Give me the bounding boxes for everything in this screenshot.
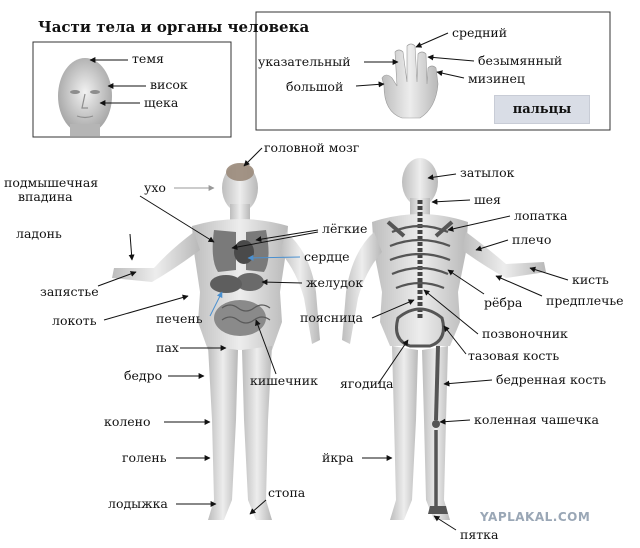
label-ring-finger: безымянный [478,53,563,68]
label-calf: йкра [322,450,354,465]
label-palm: ладонь [16,226,62,241]
head-figure [58,58,112,136]
label-pelvis: тазовая кость [468,348,560,363]
label-intestine: кишечник [250,373,318,388]
label-lungs: лёгкие [322,221,368,236]
back-body [342,158,546,520]
label-knee: колено [104,414,151,429]
label-middle-finger: средний [452,25,508,40]
label-wrist: запястье [40,284,99,299]
label-shoulder: плечо [512,232,552,247]
fingers-tag: пальцы [494,95,590,124]
label-ear: ухо [144,180,166,195]
label-ankle: лодыжка [108,496,168,511]
hand-box [255,11,611,131]
hand-figure [381,43,439,119]
label-crown: темя [132,51,164,66]
label-cheek: щека [144,95,179,110]
label-spine: позвоночник [482,326,568,341]
label-groin: пах [156,340,179,355]
label-shin: голень [122,450,167,465]
label-occiput: затылок [460,165,515,180]
label-elbow: локоть [52,313,97,328]
label-liver: печень [156,311,203,326]
watermark: YAPLAKAL.COM [480,510,591,524]
label-brain: головной мозг [264,140,360,155]
label-thigh: бедро [124,368,163,383]
label-foot: стопа [268,485,306,500]
label-neck: шея [474,192,501,207]
label-ribs: рёбра [484,295,523,310]
label-thumb: большой [286,79,344,94]
label-heart: сердце [304,249,350,264]
label-femur: бедренная кость [496,372,607,387]
label-buttock: ягодица [340,376,394,391]
label-kneecap: коленная чашечка [474,412,599,427]
label-forearm: предплечье [546,293,624,308]
label-heel: пятка [460,527,499,542]
label-armpit-2: впадина [18,189,73,204]
label-lower-back: поясница [300,310,363,325]
label-armpit-1: подмышечная [4,175,99,190]
diagram-title: Части тела и органы человека [38,18,310,36]
head-box [32,41,232,138]
front-body [112,163,320,520]
label-hand: кисть [572,272,609,287]
label-stomach: желудок [306,275,364,290]
label-pinky: мизинец [468,71,525,86]
label-index-finger: указательный [258,54,351,69]
leader-lines [89,32,569,531]
label-scapula: лопатка [514,208,568,223]
label-temple: висок [150,77,188,92]
